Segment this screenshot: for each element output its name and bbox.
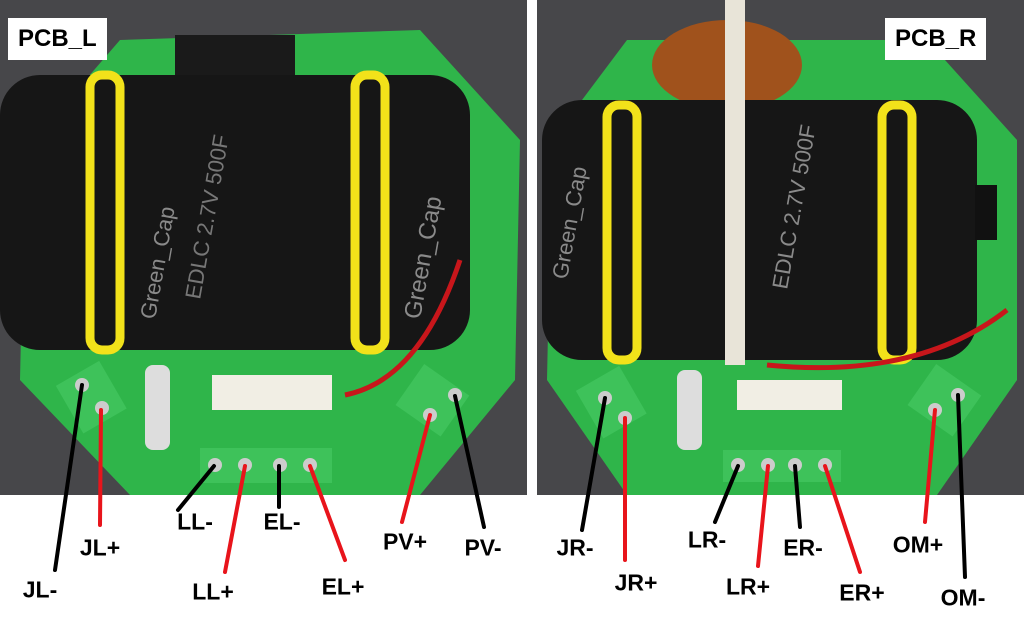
ll-plus-line bbox=[223, 464, 247, 574]
er-minus-line bbox=[793, 464, 802, 529]
pcb-right-photo: Green_Cap EDLC 2.7V 500F bbox=[537, 0, 1024, 495]
label-lr-plus: LR+ bbox=[725, 573, 771, 600]
label-ll-plus: LL+ bbox=[192, 578, 234, 605]
label-jl-plus: JL+ bbox=[79, 534, 121, 561]
pcb-left-title: PCB_L bbox=[8, 18, 107, 60]
pv-minus-line bbox=[453, 394, 486, 529]
er-plus-line bbox=[823, 464, 862, 574]
label-ll-minus: LL- bbox=[177, 508, 213, 535]
label-el-plus: EL+ bbox=[321, 573, 365, 600]
label-er-minus: ER- bbox=[783, 534, 823, 561]
label-el-minus: EL- bbox=[263, 508, 301, 535]
pv-plus-line bbox=[400, 413, 432, 524]
label-jl-minus: JL- bbox=[22, 576, 58, 603]
label-jr-plus: JR+ bbox=[614, 569, 658, 596]
om-minus-line bbox=[956, 393, 967, 579]
jl-minus-line bbox=[53, 383, 84, 572]
label-om-minus: OM- bbox=[940, 584, 986, 611]
label-jr-minus: JR- bbox=[556, 534, 594, 561]
jr-minus-line bbox=[580, 396, 607, 532]
label-er-plus: ER+ bbox=[839, 579, 885, 606]
label-lr-minus: LR- bbox=[687, 526, 727, 553]
pcb-left-photo: Green_Cap Green_Cap EDLC 2.7V 500F bbox=[0, 0, 527, 495]
el-plus-line bbox=[308, 464, 347, 562]
om-plus-line bbox=[923, 408, 937, 524]
jl-plus-line bbox=[98, 408, 103, 527]
label-pv-plus: PV+ bbox=[382, 528, 428, 555]
lr-minus-line bbox=[713, 464, 740, 524]
label-pv-minus: PV- bbox=[464, 534, 502, 561]
label-om-plus: OM+ bbox=[892, 531, 944, 558]
pcb-right-title: PCB_R bbox=[885, 18, 987, 60]
ll-minus-line bbox=[176, 464, 216, 512]
lr-plus-line bbox=[756, 464, 770, 568]
